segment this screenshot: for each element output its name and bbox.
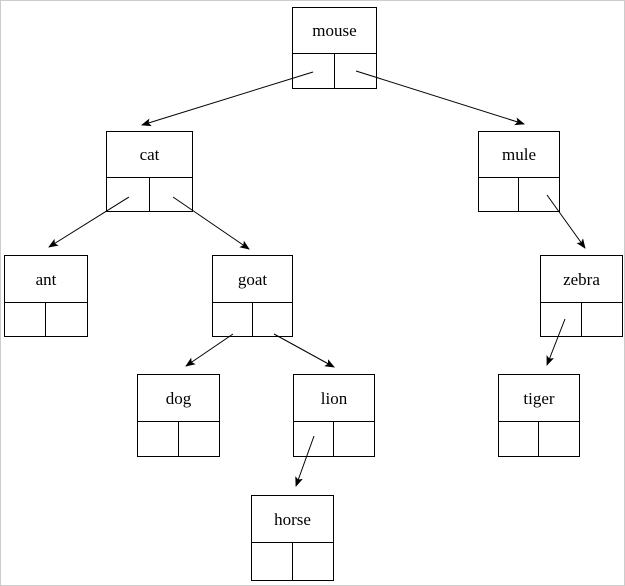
node-pointers-mule	[479, 178, 559, 211]
node-label-goat: goat	[213, 256, 292, 303]
left-pointer-cell-cat[interactable]	[107, 178, 150, 211]
right-pointer-cell-cat[interactable]	[150, 178, 193, 211]
node-label-lion: lion	[294, 375, 374, 422]
node-mouse[interactable]: mouse	[292, 7, 377, 89]
node-dog[interactable]: dog	[137, 374, 220, 457]
node-label-ant: ant	[5, 256, 87, 303]
left-pointer-cell-goat[interactable]	[213, 303, 253, 336]
node-label-dog: dog	[138, 375, 219, 422]
right-pointer-cell-ant[interactable]	[46, 303, 87, 336]
left-pointer-cell-horse[interactable]	[252, 543, 293, 580]
node-pointers-goat	[213, 303, 292, 336]
node-tiger[interactable]: tiger	[498, 374, 580, 457]
edge-mouse-to-mule	[355, 70, 525, 126]
edge-goat-to-lion	[273, 333, 335, 368]
node-zebra[interactable]: zebra	[540, 255, 623, 337]
right-pointer-cell-horse[interactable]	[293, 543, 334, 580]
left-pointer-cell-mule[interactable]	[479, 178, 519, 211]
left-pointer-cell-mouse[interactable]	[293, 54, 335, 88]
node-label-tiger: tiger	[499, 375, 579, 422]
node-pointers-mouse	[293, 54, 376, 88]
left-pointer-cell-zebra[interactable]	[541, 303, 582, 336]
node-goat[interactable]: goat	[212, 255, 293, 337]
node-lion[interactable]: lion	[293, 374, 375, 457]
left-pointer-cell-tiger[interactable]	[499, 422, 539, 456]
node-mule[interactable]: mule	[478, 131, 560, 212]
node-label-horse: horse	[252, 496, 333, 543]
node-ant[interactable]: ant	[4, 255, 88, 337]
right-pointer-cell-tiger[interactable]	[539, 422, 579, 456]
edge-goat-to-dog	[185, 333, 234, 367]
right-pointer-cell-goat[interactable]	[253, 303, 293, 336]
node-pointers-ant	[5, 303, 87, 336]
node-pointers-lion	[294, 422, 374, 456]
node-label-mouse: mouse	[293, 8, 376, 54]
right-pointer-cell-dog[interactable]	[179, 422, 220, 456]
node-pointers-tiger	[499, 422, 579, 456]
right-pointer-cell-mule[interactable]	[519, 178, 559, 211]
node-pointers-cat	[107, 178, 192, 211]
node-label-mule: mule	[479, 132, 559, 178]
edge-mouse-to-cat	[141, 71, 314, 127]
node-label-zebra: zebra	[541, 256, 622, 303]
right-pointer-cell-lion[interactable]	[334, 422, 374, 456]
node-cat[interactable]: cat	[106, 131, 193, 212]
left-pointer-cell-dog[interactable]	[138, 422, 179, 456]
node-pointers-dog	[138, 422, 219, 456]
left-pointer-cell-ant[interactable]	[5, 303, 46, 336]
left-pointer-cell-lion[interactable]	[294, 422, 334, 456]
right-pointer-cell-mouse[interactable]	[335, 54, 377, 88]
node-pointers-horse	[252, 543, 333, 580]
node-horse[interactable]: horse	[251, 495, 334, 581]
node-pointers-zebra	[541, 303, 622, 336]
right-pointer-cell-zebra[interactable]	[582, 303, 623, 336]
node-label-cat: cat	[107, 132, 192, 178]
